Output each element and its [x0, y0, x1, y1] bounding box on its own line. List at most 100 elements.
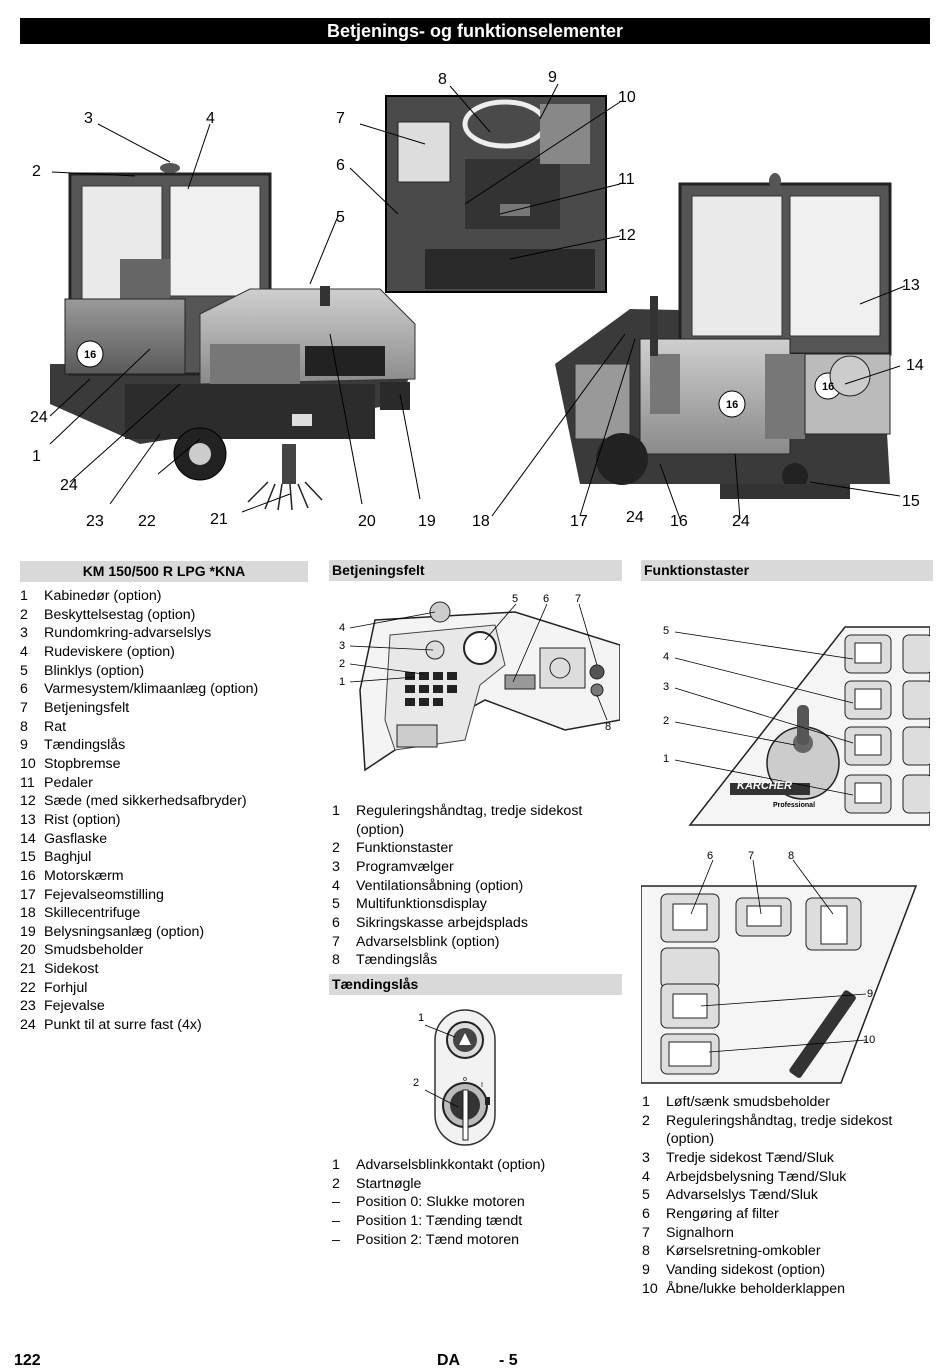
keys-callout-8: 8: [788, 850, 795, 862]
function-keys-top-illustration: [674, 626, 930, 826]
front-view-machine: [50, 163, 416, 511]
keys-callout-7: 7: [748, 850, 755, 862]
page-number: 122: [14, 1352, 41, 1369]
model-heading: KM 150/500 R LPG *KNA: [20, 561, 308, 582]
list-item-number: 22: [20, 979, 36, 996]
list-item-text: Tredje sidekost Tænd/Sluk: [666, 1149, 834, 1166]
callout-22: 22: [138, 513, 156, 530]
keys-callout-9: 9: [867, 988, 874, 1000]
list-item-text: Baghjul: [44, 849, 92, 866]
list-item-number: 1: [20, 588, 28, 604]
list-item-number: 5: [642, 1187, 650, 1204]
list-item-number: 10: [20, 755, 36, 772]
list-item-number: 18: [20, 905, 36, 922]
callout-14: 14: [906, 357, 924, 374]
list-item-text: Rat: [44, 718, 67, 735]
list-item-text: Rundomkring-advarselslys: [44, 625, 212, 642]
list-item-number: –: [332, 1231, 340, 1248]
list-item-number: 1: [332, 803, 340, 819]
ignition-heading: Tændingslås: [329, 974, 622, 995]
list-item-text: Position 0: Slukke motoren: [356, 1194, 525, 1211]
panel-callout-2: 2: [339, 658, 346, 670]
callout-5: 5: [336, 209, 345, 226]
list-item-text: Fejevalse: [44, 998, 105, 1015]
list-item-number: 2: [332, 840, 340, 857]
list-item-number: 4: [20, 643, 28, 660]
panel-callout-4: 4: [339, 622, 346, 634]
callout-12: 12: [618, 227, 636, 244]
callout-3: 3: [84, 110, 93, 127]
list-item: 2 Funktionstaster: [332, 839, 624, 858]
list-item-number: 16: [20, 867, 36, 884]
list-item: 23 Fejevalse: [20, 997, 320, 1016]
list-item-text: Punkt til at surre fast (4x): [44, 1017, 202, 1034]
panel-callout-6: 6: [543, 593, 550, 605]
list-item-number: 3: [642, 1149, 650, 1166]
list-item-number: 10: [642, 1280, 658, 1297]
list-item-number: –: [332, 1194, 340, 1211]
list-item-text: Advarselsblink (option): [356, 933, 500, 950]
list-item-text: Reguleringshåndtag, tredje sidekost (opt…: [666, 1112, 893, 1148]
panel-callout-1: 1: [339, 676, 346, 688]
list-item-text: Tændingslås: [44, 737, 126, 754]
list-item-number: 13: [20, 811, 36, 828]
callout-24-c: 24: [626, 509, 644, 526]
list-item-number: 1: [332, 1157, 340, 1173]
ignition-callout-1: 1: [418, 1012, 425, 1024]
callout-2: 2: [32, 163, 41, 180]
callout-11: 11: [618, 171, 635, 188]
list-item-text: Advarselsblinkkontakt (option): [356, 1157, 546, 1173]
list-item-number: 2: [20, 606, 28, 623]
list-item-text: Betjeningsfelt: [44, 699, 130, 716]
list-item-number: 8: [332, 952, 340, 969]
list-item-number: 20: [20, 942, 36, 959]
list-item-text: Funktionstaster: [356, 840, 453, 857]
panel-callout-3: 3: [339, 640, 346, 652]
list-item-number: 6: [332, 914, 340, 931]
list-item-number: 11: [20, 774, 35, 791]
callout-20: 20: [358, 513, 376, 530]
svg-text:I: I: [481, 1082, 483, 1089]
list-item-text: Gasflaske: [44, 830, 108, 847]
list-item: 18 Skillecentrifuge: [20, 904, 320, 923]
function-keys-figure-bottom: 6 7 8 9 10: [641, 848, 930, 1088]
list-item: 3 Programvælger: [332, 858, 624, 877]
list-item-number: 7: [642, 1224, 650, 1241]
language-code: DA: [437, 1352, 461, 1369]
list-item-text: Kørselsretning-omkobler: [666, 1243, 821, 1260]
list-item-number: 23: [20, 998, 36, 1015]
list-item-text: Fejevalseomstilling: [44, 886, 164, 903]
list-item-text: Signalhorn: [666, 1224, 734, 1241]
list-item-text: Blinklys (option): [44, 662, 145, 679]
list-item-number: 3: [332, 858, 340, 875]
callout-1: 1: [32, 448, 41, 465]
list-item: –Position 1: Tænding tændt: [332, 1212, 624, 1231]
callout-7: 7: [336, 110, 345, 127]
list-item-number: 8: [642, 1243, 650, 1260]
decal-16-c: 16: [822, 381, 835, 393]
decal-16-b: 16: [726, 399, 739, 411]
ignition-switch-illustration: o I: [424, 1009, 496, 1146]
list-item-text: Programvælger: [356, 858, 454, 875]
list-item-text: Skillecentrifuge: [44, 905, 141, 922]
